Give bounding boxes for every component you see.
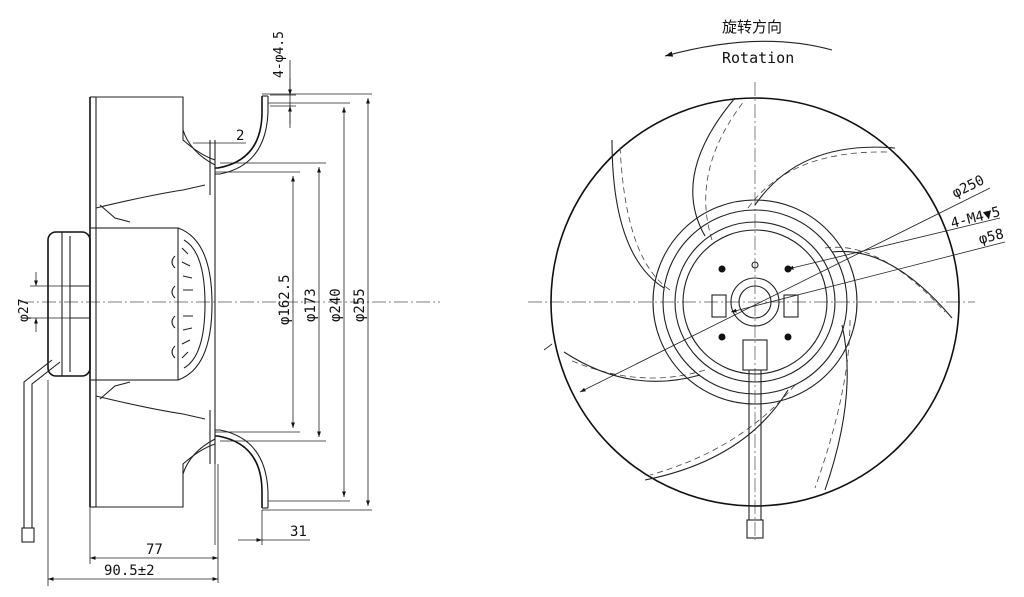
motor	[47, 227, 213, 381]
blade-lower	[95, 381, 216, 508]
dim-90-label: 90.5±2	[104, 563, 155, 579]
dim-240-label: φ240	[328, 288, 344, 322]
blade-upper	[95, 96, 216, 223]
dim-flange-label: 2	[236, 128, 244, 144]
dim-162-label: φ162.5	[277, 274, 293, 325]
shaft-bore-outer	[730, 277, 780, 327]
dim-173-label: φ173	[303, 288, 319, 322]
front-view: 旋转方向 Rotation	[528, 18, 1006, 540]
inlet-ring-outer	[652, 199, 858, 405]
mount-hole-3	[718, 333, 726, 341]
hub-outer	[674, 221, 836, 383]
dim-255-label: φ255	[352, 288, 368, 322]
dim-shaft: φ27	[17, 272, 70, 332]
hub-small-hole	[751, 261, 759, 269]
mount-hole-1	[718, 265, 726, 273]
motor-vent-slots	[171, 247, 193, 359]
dim-250-label: φ250	[950, 172, 987, 201]
dim-27-label: φ27	[17, 299, 32, 322]
rotation-label-en: Rotation	[722, 49, 794, 67]
dim-holes-label: 4-φ4.5	[272, 31, 287, 78]
dim-90: 90.5±2	[47, 380, 218, 586]
outer-rim	[550, 97, 960, 507]
cable	[21, 359, 61, 543]
dim-depth: 31	[214, 464, 310, 545]
blades	[563, 97, 953, 491]
dim-58-label: φ58	[977, 226, 1005, 248]
rotation-indicator: 旋转方向 Rotation	[664, 18, 833, 67]
inlet-ring-mid	[662, 209, 848, 395]
side-view: 4-φ4.5 2 φ162.5 φ173 φ240 φ255	[17, 31, 440, 586]
rotation-label-cn: 旋转方向	[722, 18, 782, 36]
dim-31-label: 31	[290, 524, 307, 540]
dim-77: 77	[89, 464, 219, 583]
dim-77-label: 77	[146, 542, 163, 558]
hub-inner	[682, 229, 828, 375]
hub-details	[711, 261, 799, 539]
mount-hole-4	[784, 333, 792, 341]
dim-flange: 2	[193, 128, 246, 150]
dim-holes: 4-φ4.5	[270, 31, 296, 128]
dim-diameters: φ162.5 φ173 φ240 φ255	[215, 93, 372, 511]
leaders: φ250 4-M4▼5 φ58	[543, 172, 1006, 393]
